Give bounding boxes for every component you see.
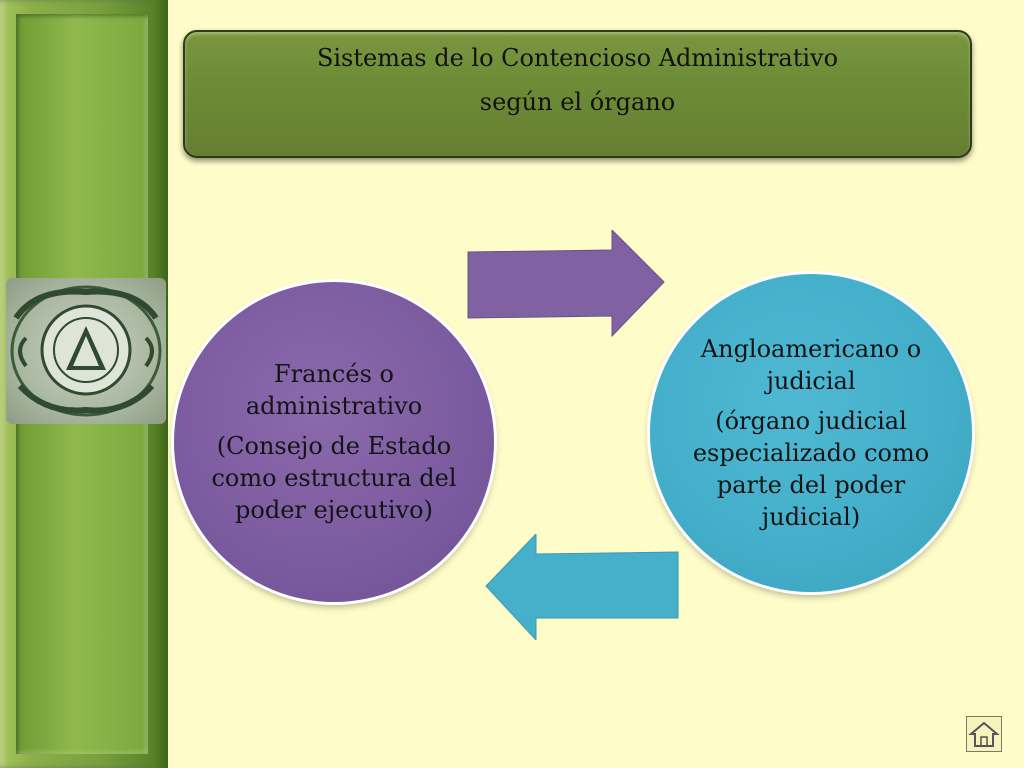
node-frances-detail: (Consejo de Estado como estructura del p… bbox=[211, 432, 457, 524]
home-icon[interactable] bbox=[966, 716, 1002, 752]
node-frances: Francés o administrativo (Consejo de Est… bbox=[174, 282, 494, 602]
node-angloamericano: Angloamericano o judicial (órgano judici… bbox=[650, 274, 972, 592]
node-frances-heading: Francés o administrativo bbox=[245, 360, 423, 420]
title-box: Sistemas de lo Contencioso Administrativ… bbox=[183, 30, 972, 158]
node-angloamericano-heading: Angloamericano o judicial bbox=[700, 335, 922, 395]
arrow-right-icon bbox=[466, 230, 666, 338]
arrow-left-icon bbox=[484, 534, 680, 640]
node-angloamericano-detail: (órgano judicial especializado como part… bbox=[692, 407, 930, 531]
title-line-2: según el órgano bbox=[479, 88, 676, 116]
seal-icon bbox=[6, 278, 166, 424]
title-line-1: Sistemas de lo Contencioso Administrativ… bbox=[316, 44, 839, 72]
